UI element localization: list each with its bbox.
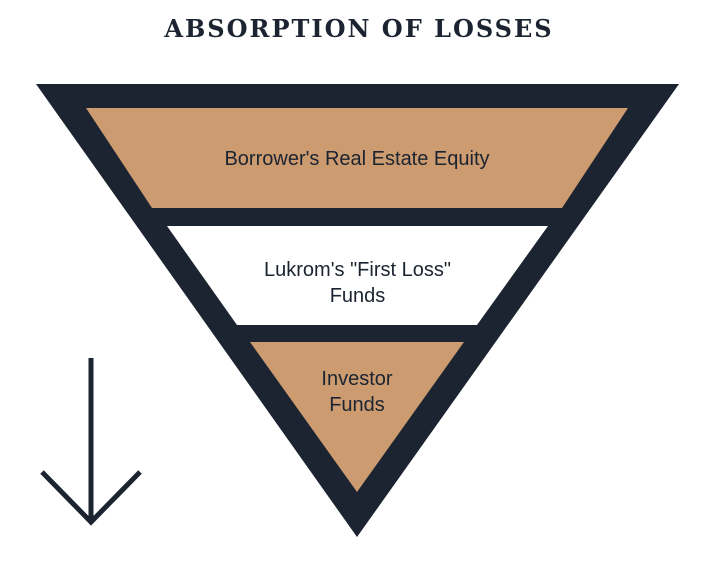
down-arrow-icon xyxy=(40,358,142,526)
layer-first-loss xyxy=(167,226,548,325)
layer-borrower-equity xyxy=(86,108,628,208)
label-line-1: Lukrom's "First Loss" xyxy=(264,259,451,281)
diagram-title: ABSORPTION OF LOSSES xyxy=(164,14,554,43)
layer-investor-funds xyxy=(250,342,464,492)
layer-label-borrower-equity: Borrower's Real Estate Equity xyxy=(152,146,562,172)
label-text: Borrower's Real Estate Equity xyxy=(224,148,490,170)
layer-label-investor-funds: Investor Funds xyxy=(287,366,427,418)
label-line-1: Investor xyxy=(321,368,393,390)
label-line-2: Funds xyxy=(329,394,385,416)
layer-label-first-loss: Lukrom's "First Loss" Funds xyxy=(200,257,515,309)
label-line-2: Funds xyxy=(329,285,386,307)
